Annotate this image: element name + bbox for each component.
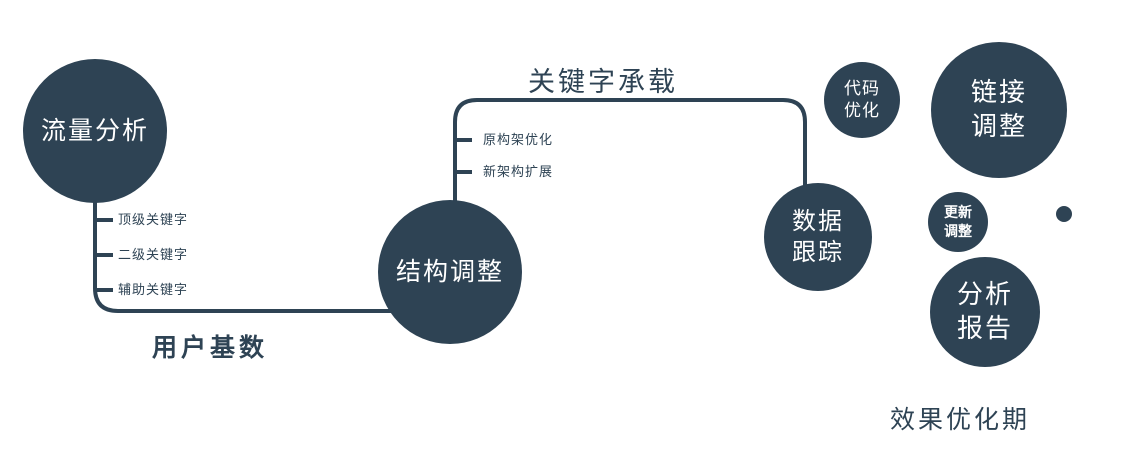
node-data-tracking-label: 数据 跟踪 [792,207,844,266]
dot-marker [1056,206,1072,222]
edge-label-keyword-carrying: 关键字承载 [528,67,678,97]
branch-label-original-architecture: 原构架优化 [483,132,554,147]
node-analysis-report-label: 分析 报告 [956,279,1013,343]
node-code-optimization: 代码 优化 [824,62,900,138]
branch-label-top-keywords: 顶级关键字 [118,212,189,227]
node-structure-adjustment-label: 结构调整 [395,257,504,286]
node-traffic-analysis: 流量分析 [23,59,167,203]
edge-structure-to-data [453,98,807,212]
node-data-tracking: 数据 跟踪 [764,183,872,291]
branch-label-second-keywords: 二级关键字 [118,247,189,262]
node-update-adjustment: 更新 调整 [928,192,988,252]
branch-label-auxiliary-keywords: 辅助关键字 [118,282,189,297]
caption-effect-optimization-phase: 效果优化期 [890,406,1031,434]
branch-label-new-architecture: 新架构扩展 [483,164,554,179]
node-update-adjustment-label: 更新 调整 [944,204,972,239]
node-link-adjustment-label: 链接 调整 [970,77,1027,141]
node-analysis-report: 分析 报告 [930,257,1040,367]
node-traffic-analysis-label: 流量分析 [40,116,149,145]
node-link-adjustment: 链接 调整 [931,42,1067,178]
node-code-optimization-label: 代码 优化 [844,78,880,120]
node-structure-adjustment: 结构调整 [378,200,522,344]
edge-label-user-base: 用户基数 [152,334,269,362]
